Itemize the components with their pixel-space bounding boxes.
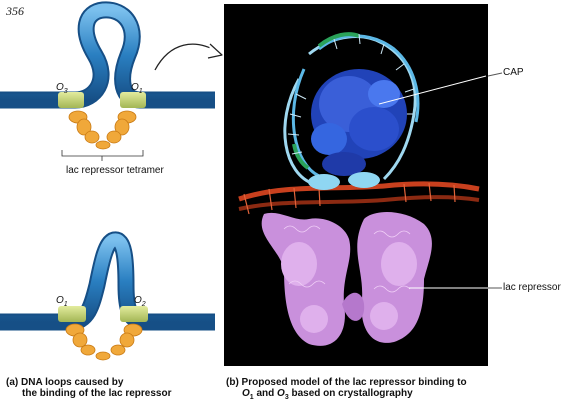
operator-dna-red <box>238 181 480 215</box>
label-o1-bottom: O1 <box>56 295 68 308</box>
bottom-dna-loop <box>0 231 215 331</box>
lac-repressor-bottom <box>65 323 143 361</box>
interface-helix <box>308 172 380 190</box>
cap-protein <box>311 69 407 176</box>
tetramer-bracket <box>61 150 144 161</box>
operator-o1-bottom <box>58 306 86 322</box>
caption-b-line2: O1 and O3 based on crystallography <box>242 388 413 401</box>
label-o3-top: O3 <box>56 82 68 95</box>
leader-extensions <box>488 72 503 289</box>
page-number: 356 <box>6 4 24 18</box>
label-lac-repressor: lac repressor <box>503 282 561 293</box>
caption-b-line1: (b) Proposed model of the lac repressor … <box>226 377 467 388</box>
lac-repressor-top <box>68 110 137 150</box>
caption-a-line2: the binding of the lac repressor <box>22 388 172 399</box>
repressor-coils <box>283 225 411 293</box>
operator-o2-bottom <box>120 306 148 322</box>
caption-b: (b) Proposed model of the lac repressor … <box>226 377 467 403</box>
lac-repressor-model <box>261 212 432 346</box>
top-dna-loop <box>0 1 215 109</box>
operator-o3-top <box>58 92 84 108</box>
label-o2-bottom: O2 <box>134 295 146 308</box>
operator-o1-top <box>120 92 146 108</box>
cap-leader-line <box>378 75 487 105</box>
curved-arrow-icon <box>154 43 223 71</box>
caption-a: (a) DNA loops caused by the binding of t… <box>6 377 171 399</box>
label-o1-top: O1 <box>131 82 143 95</box>
caption-a-line1: (a) DNA loops caused by <box>6 377 124 388</box>
label-cap: CAP <box>503 67 524 78</box>
tetramer-label: lac repressor tetramer <box>66 165 164 176</box>
panel-a-schematic: O3 O1 O1 O2 <box>0 1 215 361</box>
panel-b-molecular-model <box>224 4 488 366</box>
